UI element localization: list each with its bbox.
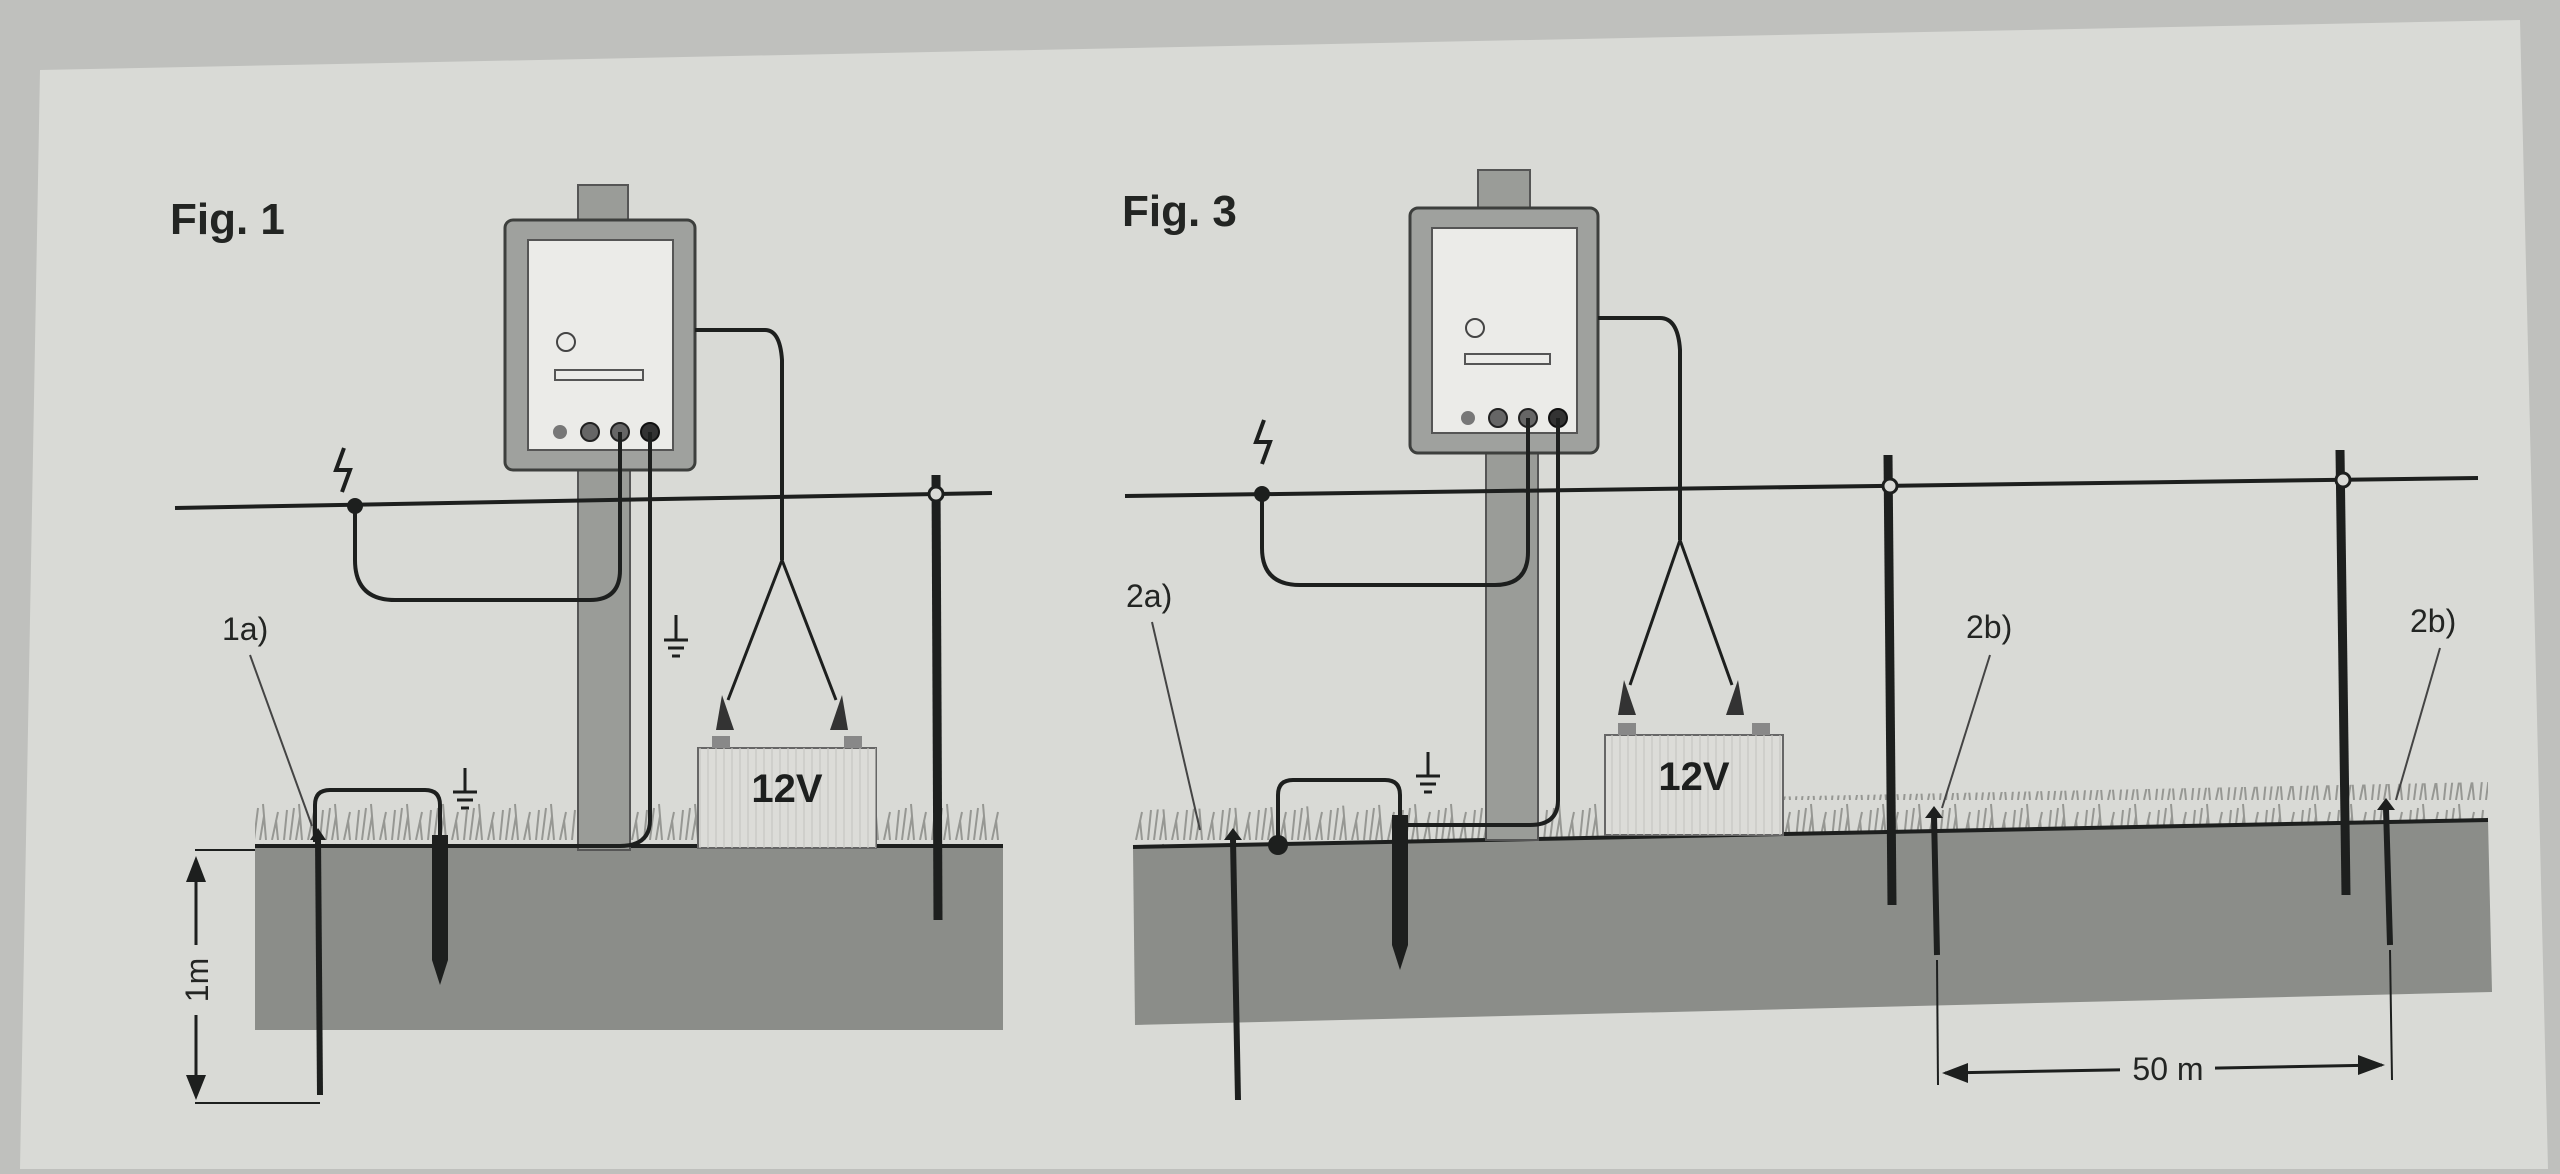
lightning-icon xyxy=(1253,419,1273,465)
ground-symbol-icon xyxy=(1416,752,1440,794)
fig3-label-leader-2b-1 xyxy=(1941,654,1991,809)
fig1-indicator-light xyxy=(556,332,576,352)
fig1-fence-post xyxy=(931,474,943,921)
fig1-clip-cables xyxy=(726,559,838,701)
fig3-insulator-1 xyxy=(1881,477,1899,495)
fig3-clip-pos xyxy=(1726,680,1744,715)
fig1-ground-rod-label: 1a) xyxy=(222,611,268,647)
fig3-battery-label: 12V xyxy=(1658,755,1729,799)
fig3-insulator-2 xyxy=(2334,471,2352,489)
fig1-fence-wire xyxy=(174,491,993,510)
fig1-led-bar xyxy=(554,369,644,381)
fig3-clip-cables xyxy=(1628,539,1734,686)
fig3-earth-rod-2b-2 xyxy=(2383,807,2393,946)
ground-symbol-icon xyxy=(453,768,477,810)
fig3-ground-rod-2a xyxy=(1230,839,1241,1101)
fig1-fence-lead xyxy=(353,432,622,602)
fig1-insulator xyxy=(927,485,945,503)
fig3-fence-lead xyxy=(1260,418,1530,587)
fig3-distance-label: 50 m xyxy=(2132,1051,2203,1087)
fig3-post xyxy=(1485,444,1539,841)
fig1-depth-label: 1m xyxy=(179,958,215,1002)
fig1-terminal-1 xyxy=(553,425,567,439)
fig1-post xyxy=(577,459,631,851)
fig3-fence-wire xyxy=(1124,476,2479,498)
figure-3: Fig. 3 xyxy=(1122,169,2492,1101)
fig3-grass xyxy=(1133,782,2488,848)
fig1-ground-rod-1a xyxy=(315,837,323,1096)
fig3-battery-cable xyxy=(1598,316,1682,540)
fig1-energizer-panel xyxy=(527,239,674,451)
fig1-label-leader xyxy=(249,654,313,827)
fig3-title: Fig. 3 xyxy=(1122,187,1237,236)
ground-symbol-icon xyxy=(664,615,688,658)
fig3-earth-lead xyxy=(1400,418,1560,827)
lightning-icon xyxy=(333,447,353,493)
fig3-earth-junction xyxy=(1268,835,1288,855)
fig3-ground-rod-label: 2a) xyxy=(1126,578,1172,614)
fig1-battery-label: 12V xyxy=(751,767,822,811)
figure-1: Fig. 1 xyxy=(170,184,1003,1104)
fig3-earth-loop xyxy=(1276,778,1402,845)
fig1-ground xyxy=(255,845,1003,1030)
fig3-terminal-2 xyxy=(1488,408,1508,428)
fig3-earth-rod-label-2: 2b) xyxy=(2410,603,2456,639)
fig3-fence-post-2 xyxy=(2335,449,2351,896)
fig1-terminal-2 xyxy=(580,422,600,442)
fig1-earth-stake xyxy=(432,835,448,985)
fig1-earth-lead xyxy=(440,432,652,848)
fig3-ground-surface xyxy=(1132,818,2489,849)
fig3-terminal-1 xyxy=(1461,411,1475,425)
fig3-earth-stake xyxy=(1392,815,1408,970)
fig3-led-bar xyxy=(1464,353,1551,365)
fig3-label-leader-2a xyxy=(1151,621,1201,831)
fig3-earth-rod-2b-1 xyxy=(1931,814,1940,956)
fig1-clip-neg xyxy=(716,695,734,730)
fig3-clip-neg xyxy=(1618,680,1636,715)
fig1-earth-loop xyxy=(313,788,442,842)
fig1-title: Fig. 1 xyxy=(170,195,285,244)
fig1-clip-pos xyxy=(830,695,848,730)
fig1-battery-cable xyxy=(695,328,784,560)
fig3-earth-rod-label-1: 2b) xyxy=(1966,609,2012,645)
fig3-energizer-panel xyxy=(1431,227,1578,434)
fig3-label-leader-2b-2 xyxy=(2395,647,2441,801)
fig3-ground xyxy=(1133,820,2492,1025)
fig3-fence-post-1 xyxy=(1883,454,1897,906)
fig3-indicator-light xyxy=(1465,318,1485,338)
